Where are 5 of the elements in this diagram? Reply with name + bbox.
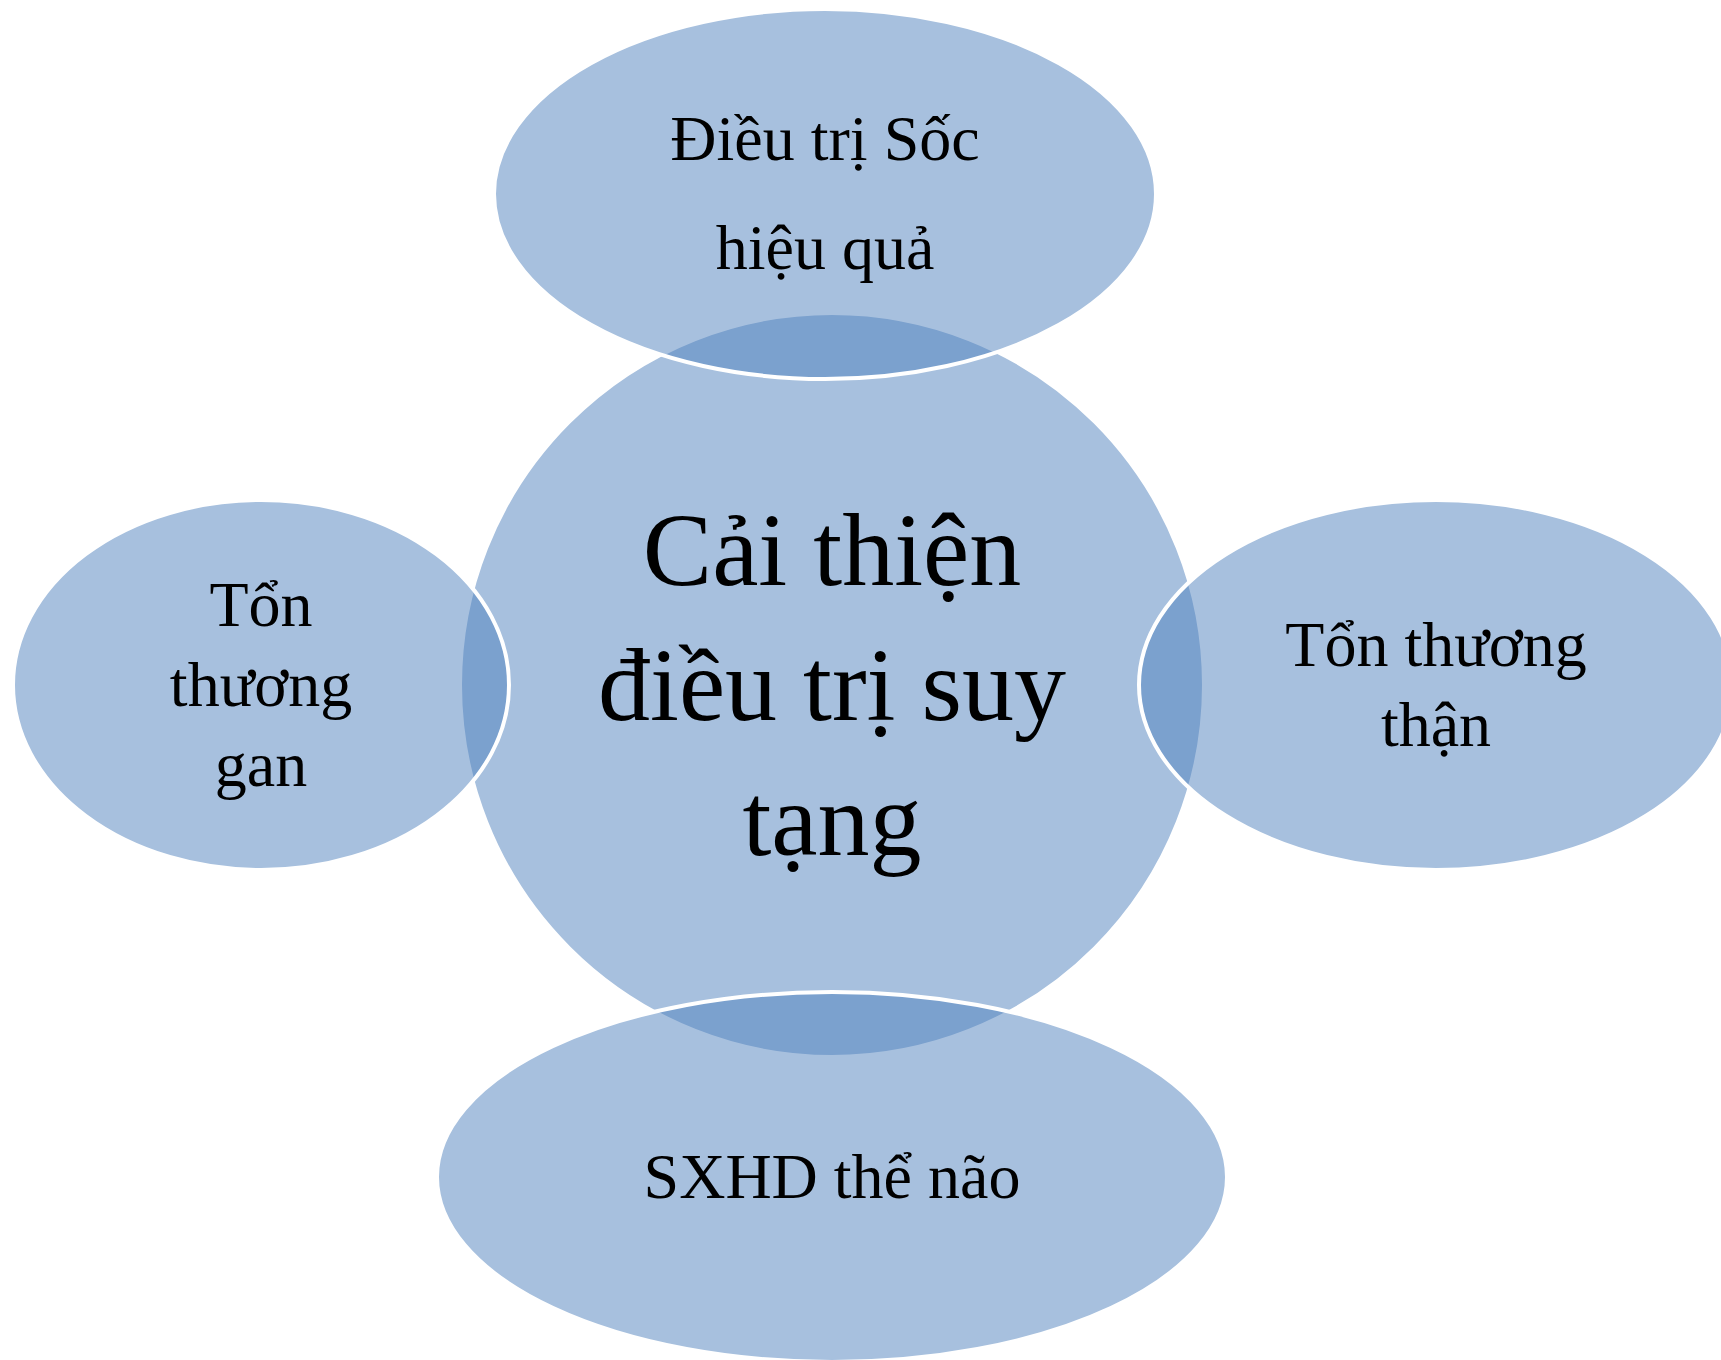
- node-label: SXHD thể não: [642, 1140, 1022, 1214]
- node-label: Tổn thương thận: [1284, 608, 1588, 762]
- node-label: Điều trị Sốc hiệu quả: [669, 102, 981, 285]
- node-label: Tổn thương gan: [168, 568, 354, 802]
- node-label: Cải thiện điều trị suy tạng: [597, 491, 1067, 880]
